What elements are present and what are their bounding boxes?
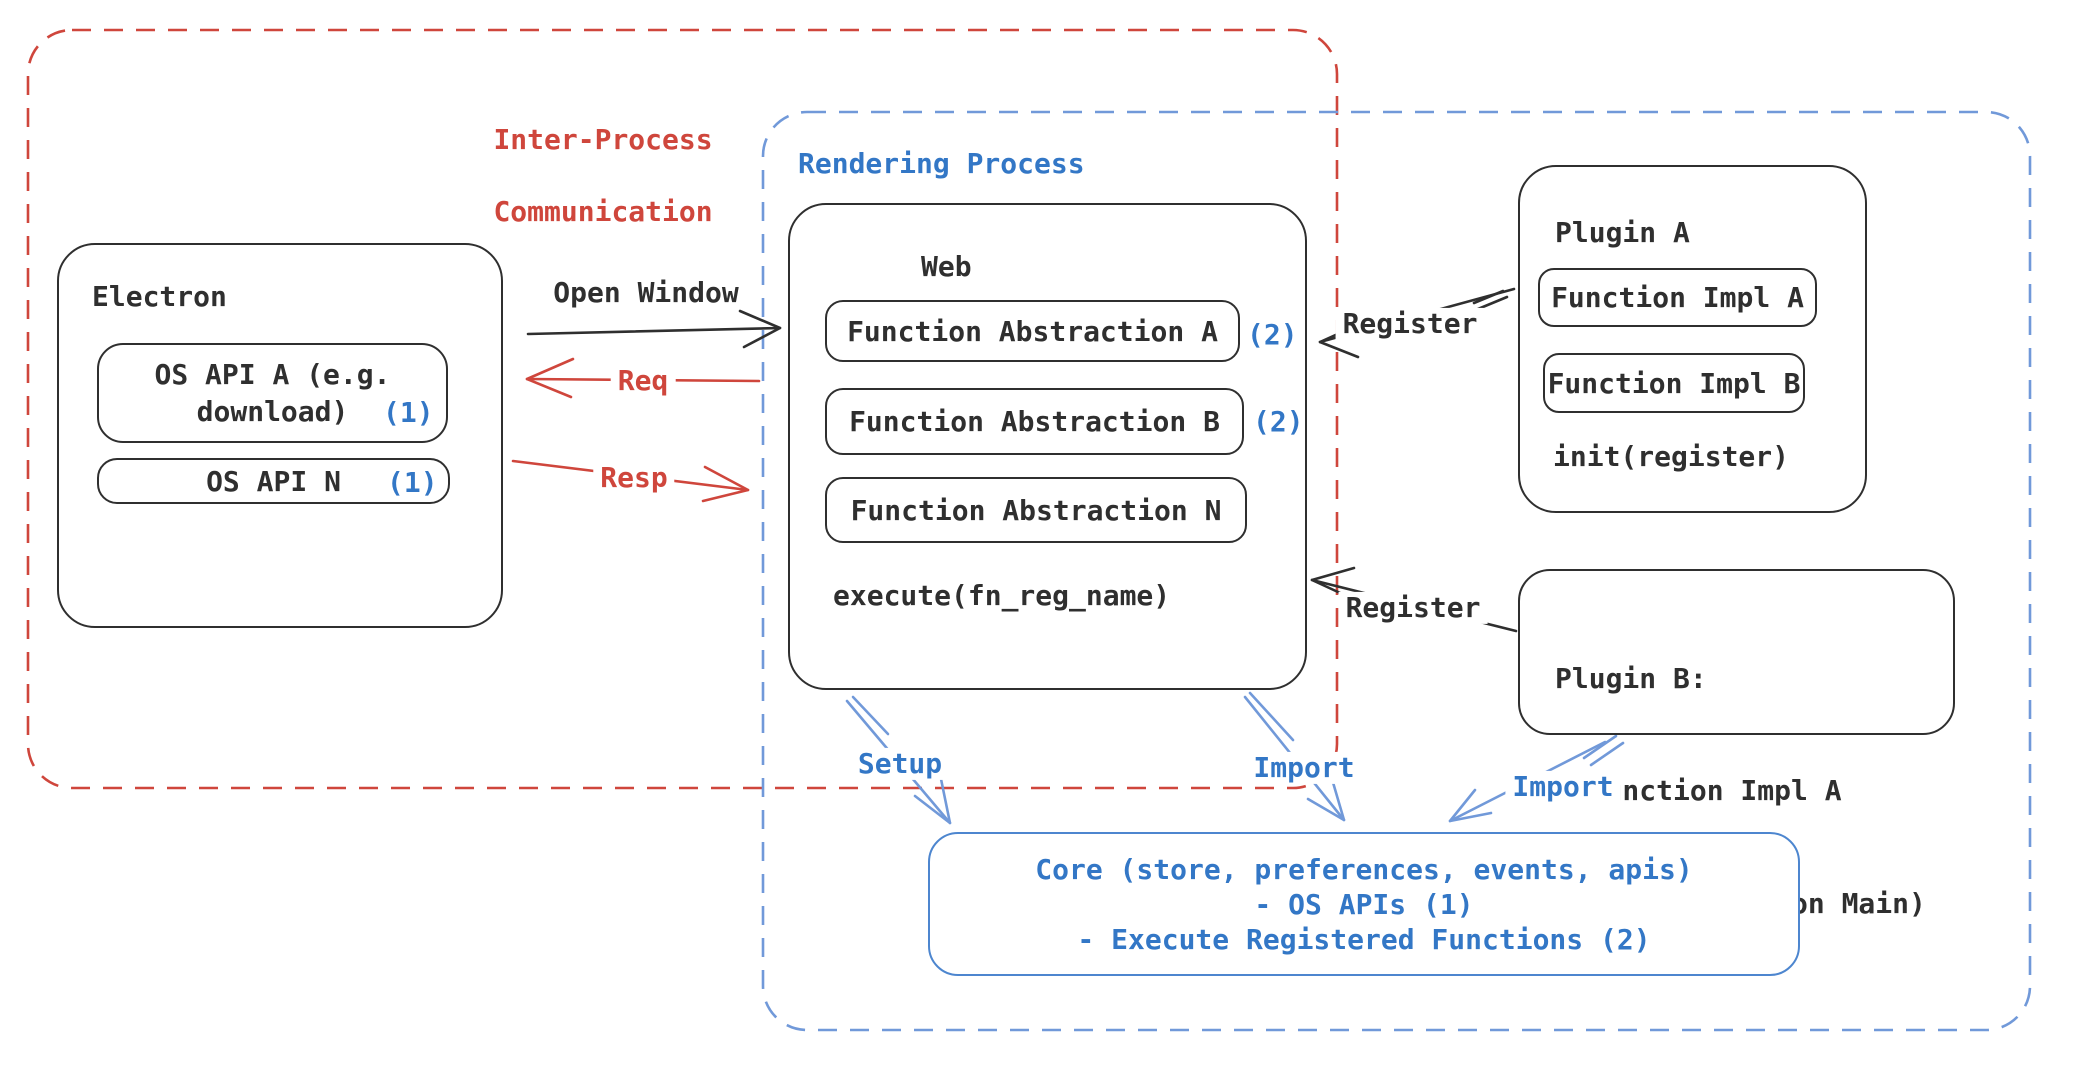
rendering-region-outline: [761, 110, 2032, 1032]
ipc-title-line1: Inter-Process: [493, 123, 713, 156]
resp-label: Resp: [593, 461, 675, 495]
function-abstraction-a-badge: (2): [1247, 318, 1298, 351]
import-web-label: Import: [1246, 751, 1362, 785]
function-impl-b-label: Function Impl B: [1547, 366, 1801, 400]
req-label: Req: [610, 364, 676, 398]
os-api-a-box: OS API A (e.g. download): [97, 343, 448, 443]
function-impl-a-label: Function Impl A: [1551, 281, 1804, 314]
setup-label: Setup: [850, 747, 950, 781]
os-api-n-box: OS API N: [97, 458, 450, 504]
core-line-3: - Execute Registered Functions (2): [1077, 922, 1651, 956]
open-window-label: Open Window: [553, 275, 739, 309]
open-window-arrow: [526, 309, 782, 349]
function-abstraction-a-box: Function Abstraction A: [825, 300, 1240, 362]
function-abstraction-b-label: Function Abstraction B: [849, 405, 1220, 438]
execute-label: execute(fn_reg_name): [833, 579, 1171, 612]
ipc-region-outline: [26, 28, 1339, 790]
function-abstraction-n-box: Function Abstraction N: [825, 477, 1247, 543]
function-impl-a-box: Function Impl A: [1538, 268, 1817, 327]
core-box: Core (store, preferences, events, apis) …: [928, 832, 1800, 976]
function-impl-b-box: Function Impl B: [1543, 353, 1805, 413]
plugin-a-box: [1518, 165, 1867, 513]
import-plugin-label: Import: [1505, 770, 1621, 804]
core-line-1: Core (store, preferences, events, apis): [1035, 852, 1693, 886]
function-abstraction-b-box: Function Abstraction B: [825, 388, 1244, 455]
plugin-a-title: Plugin A: [1555, 216, 1690, 249]
os-api-a-badge: (1): [383, 396, 434, 429]
os-api-n-badge: (1): [387, 466, 438, 499]
init-register-label: init(register): [1553, 440, 1790, 473]
function-abstraction-a-label: Function Abstraction A: [847, 314, 1218, 348]
plugin-b-title: Plugin B:: [1555, 662, 1707, 696]
plugin-b-box: [1518, 569, 1955, 735]
rendering-process-title: Rendering Process: [798, 147, 1085, 180]
function-abstraction-b-badge: (2): [1253, 405, 1304, 438]
ipc-title-line2: Communication: [493, 195, 713, 228]
os-api-a-line1: OS API A (e.g.: [154, 358, 391, 391]
register-bottom-label: Register: [1338, 591, 1488, 625]
function-abstraction-n-label: Function Abstraction N: [850, 493, 1222, 527]
electron-title: Electron: [92, 280, 227, 313]
register-top-label: Register: [1335, 307, 1485, 341]
ipc-region-title: Inter-Process Communication: [426, 86, 713, 266]
web-title: Web: [921, 250, 972, 283]
os-api-a-line2: download): [196, 395, 349, 428]
os-api-n-label: OS API N: [206, 464, 341, 498]
core-line-2: - OS APIs (1): [1254, 887, 1474, 921]
